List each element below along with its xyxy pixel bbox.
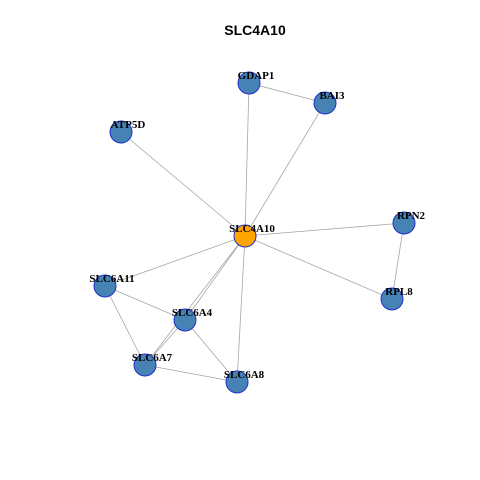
node-label-slc6a7: SLC6A7 [132,352,173,364]
node-label-slc4a10: SLC4A10 [229,223,275,235]
edge-gdap1-slc4a10 [244,82,250,237]
node-label-slc6a4: SLC6A4 [172,307,213,319]
node-label-rpl8: RPL8 [385,286,413,298]
node-slc6a11[interactable] [93,274,117,298]
edge-rpn2-rpl8 [391,222,405,300]
node-layer [93,71,416,394]
edge-slc6a11-slc6a4 [104,285,186,321]
node-label-slc6a11: SLC6A11 [89,273,134,285]
edge-slc4a10-slc6a7 [144,235,246,366]
edge-slc4a10-rpl8 [244,235,393,300]
node-slc6a8[interactable] [225,370,249,394]
node-label-slc6a8: SLC6A8 [224,369,265,381]
node-label-atp5d: ATP5D [111,119,146,131]
graph-title: SLC4A10 [224,22,286,38]
edge-slc6a4-slc6a8 [184,319,238,383]
edge-slc6a11-slc6a7 [104,285,146,366]
node-rpl8[interactable] [380,287,404,311]
edge-slc4a10-slc6a4 [184,235,246,321]
edge-bai3-slc4a10 [244,102,326,237]
node-atp5d[interactable] [109,120,133,144]
node-label-gdap1: GDAP1 [238,70,275,82]
edge-gdap1-bai3 [248,82,326,104]
node-rpn2[interactable] [392,211,416,235]
node-slc6a7[interactable] [133,353,157,377]
node-bai3[interactable] [313,91,337,115]
edge-slc4a10-rpn2 [244,222,405,237]
edge-slc4a10-slc6a11 [104,235,246,287]
edge-slc4a10-slc6a8 [236,235,246,383]
node-label-bai3: BAI3 [319,90,345,102]
node-label-rpn2: RPN2 [397,210,426,222]
edge-slc6a7-slc6a8 [144,364,238,383]
edge-atp5d-slc4a10 [120,131,246,237]
node-slc4a10[interactable] [233,224,257,248]
node-gdap1[interactable] [237,71,261,95]
node-slc6a4[interactable] [173,308,197,332]
